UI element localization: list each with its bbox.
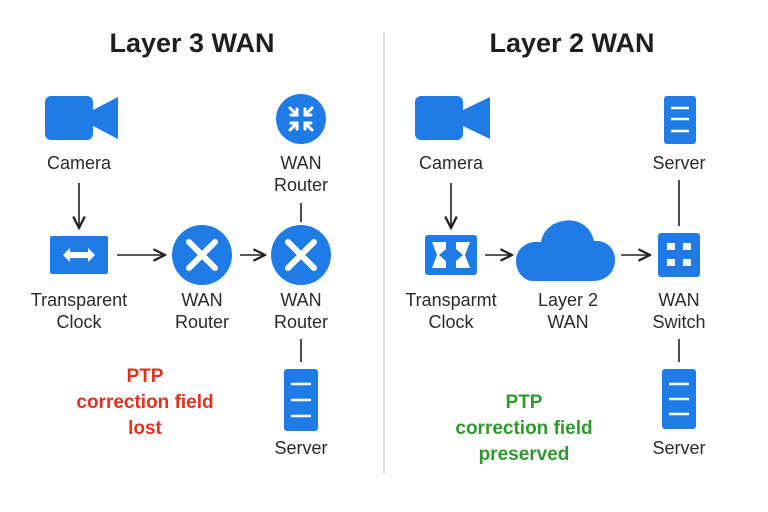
server-icon — [664, 96, 696, 144]
camera-icon — [45, 96, 118, 140]
cloud-icon — [516, 220, 615, 281]
camera-label: Camera — [418, 153, 484, 173]
transparent-clock-icon — [425, 235, 477, 275]
server-icon — [284, 369, 318, 431]
camera-icon — [415, 96, 490, 140]
section-divider — [383, 32, 385, 474]
server-bottom-label: Server — [652, 438, 706, 458]
layer3-title: Layer 3 WAN — [109, 28, 275, 58]
router-icon — [172, 225, 232, 285]
router-icon — [276, 94, 326, 144]
switch-icon — [658, 233, 700, 277]
server-top-label: Server — [652, 153, 706, 173]
camera-label: Camera — [46, 153, 112, 173]
router-icon — [271, 225, 331, 285]
layer2-title: Layer 2 WAN — [489, 28, 655, 58]
server-label: Server — [274, 438, 328, 458]
transparent-clock-icon — [50, 236, 108, 274]
server-icon — [662, 369, 696, 429]
